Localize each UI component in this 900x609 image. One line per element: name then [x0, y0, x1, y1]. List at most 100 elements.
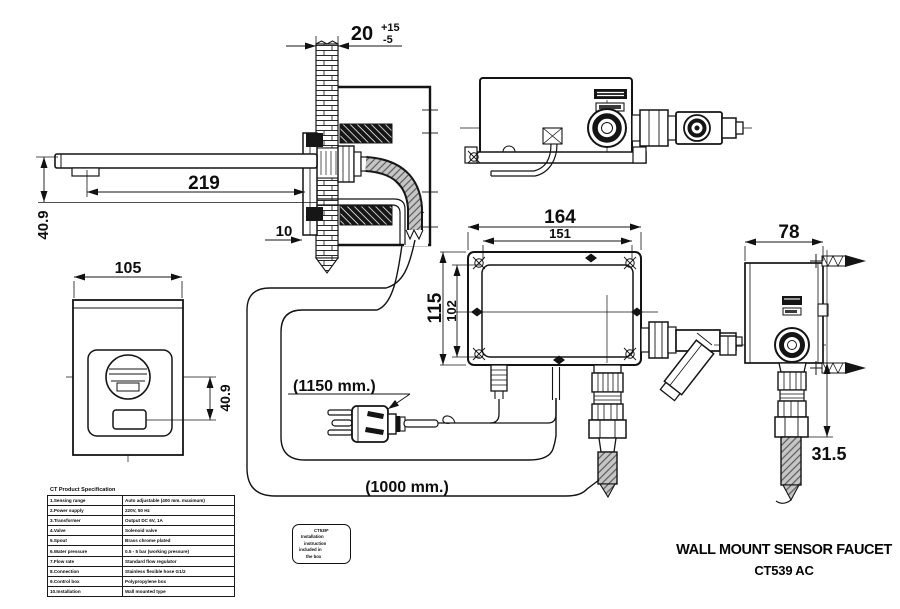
dim-plate-width: 105 — [115, 260, 142, 277]
power-cord-connector — [490, 364, 508, 399]
dim-spout-height: 40.9 — [35, 210, 52, 239]
sensor-conduit — [317, 198, 406, 245]
control-box-side-view — [460, 77, 752, 177]
label-supply-hose-length: (1000 mm.) — [365, 479, 449, 496]
spec-label: 9.Control box — [47, 575, 123, 587]
power-cable-side — [490, 143, 558, 177]
spec-label: 6.Water pressure — [47, 545, 123, 557]
spec-label: 1.Sensing range — [47, 494, 123, 507]
note-line: the box — [306, 553, 322, 559]
vent-slots — [594, 89, 627, 112]
front-view-faucet-plate — [66, 299, 216, 462]
hose-fitting-stack-side — [774, 362, 809, 504]
dim-bracket-depth: 78 — [778, 222, 799, 243]
side-view-faucet-installation — [54, 40, 438, 274]
spec-value: Solenoid valve — [122, 525, 235, 537]
cable-bracket — [542, 127, 563, 145]
dim-box-height-inner: 102 — [444, 300, 459, 322]
faucet-spout — [54, 153, 318, 169]
spec-label: 2.Power supply — [47, 505, 123, 517]
spec-label: 3.Transformer — [47, 515, 123, 527]
title-block: WALL MOUNT SENSOR FAUCET CT539 AC — [668, 542, 900, 578]
recessed-wall-box — [338, 85, 432, 247]
wall-section-hatch — [314, 40, 340, 274]
control-box-front-view — [455, 251, 743, 499]
bracket-side-view — [714, 253, 867, 504]
spec-label: 5.Spout — [47, 535, 123, 547]
note-line: included in — [299, 547, 322, 553]
spec-value: Stainless flexible hose G1/2 — [122, 565, 235, 577]
spec-value: Polypropylene box — [122, 575, 235, 587]
cord-slack-loop — [442, 415, 456, 424]
spec-value: 0.5 - 5 bar (working pressure) — [122, 545, 235, 557]
box-cover-front — [481, 264, 634, 358]
dim-box-width: 164 — [544, 207, 576, 228]
dim-spout-length: 219 — [188, 173, 220, 194]
note-line: instruction — [304, 540, 327, 546]
power-plug — [327, 405, 439, 443]
dim-wall-plate-gap: 10 — [276, 223, 293, 240]
spec-label: 10.Installation — [47, 585, 123, 597]
product-model: CT539 AC — [754, 563, 814, 578]
dim-wall-tol-up: +15 — [381, 22, 400, 34]
inlet-valve-assembly-side — [631, 109, 744, 147]
mounting-block-top — [339, 123, 393, 144]
dim-sensor-offset: 40.9 — [217, 384, 233, 411]
mounting-base — [464, 145, 647, 164]
spout-rear-fitting — [337, 145, 368, 183]
hose-cut-mark — [405, 228, 424, 241]
power-cord-line — [438, 400, 557, 424]
plate-screw-top — [306, 133, 323, 147]
angle-valve-strainer — [640, 321, 743, 402]
dim-hose-offset: 31.5 — [811, 444, 846, 464]
cable-routing — [246, 239, 600, 497]
vent-slots-side — [782, 296, 802, 316]
spec-table-title: CT Product Specification — [50, 487, 116, 493]
sensor-window — [112, 409, 147, 430]
wall-box-edge-ticks — [422, 109, 438, 228]
sensor-cable-loop — [280, 244, 557, 461]
braided-hose-stub — [597, 451, 618, 485]
spec-value: Wall mounted type — [122, 585, 235, 597]
note-line: CT539* — [314, 528, 329, 533]
spout-stub-left — [719, 335, 737, 356]
cord-stub — [403, 419, 439, 428]
dim-box-width-inner: 151 — [549, 226, 571, 241]
edge-clip — [817, 303, 829, 317]
braided-hose-curve — [365, 156, 428, 246]
spout-outlet-circle — [105, 354, 151, 400]
supply-hose-fitting-stack — [588, 364, 627, 499]
dim-wall-thickness: 20 — [351, 23, 373, 45]
spout-aerator — [71, 167, 100, 177]
spec-table-block: CT Product Specification 1.Sensing range… — [47, 487, 239, 597]
spec-label: 8.Connection — [47, 565, 123, 577]
product-title: WALL MOUNT SENSOR FAUCET — [676, 542, 892, 558]
sensor-probe-tube — [551, 367, 561, 400]
valve-knob-circle — [774, 327, 810, 363]
spec-value: Auto adjustable (400 mm. maximum) — [122, 494, 235, 507]
spec-value: Output DC 6V, 1A — [122, 515, 235, 527]
spec-label: 7.Flow rate — [47, 555, 123, 567]
spec-value: 220V, 50 Hz — [122, 505, 235, 517]
plate-screw-bottom — [306, 207, 323, 221]
note-line: Installation — [301, 534, 324, 540]
outlet-port-circle — [587, 108, 627, 148]
dim-wall-tol-dn: -5 — [383, 34, 393, 46]
spec-label: 4.Valve — [47, 525, 123, 537]
spec-value: Brass chrome plated — [122, 535, 235, 547]
dim-box-height: 115 — [425, 292, 446, 323]
